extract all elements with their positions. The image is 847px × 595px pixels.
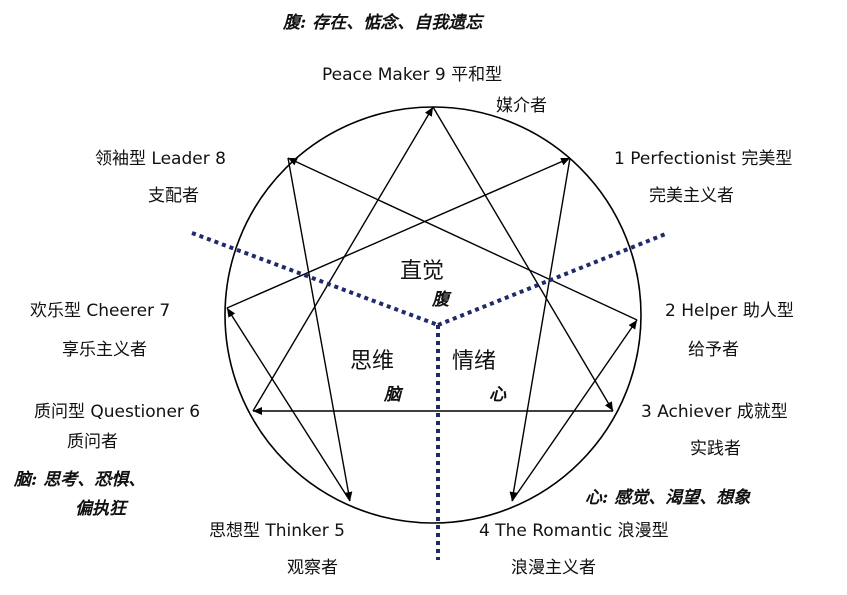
arrow-6-9 <box>252 106 434 412</box>
arrow-4-2 <box>511 319 638 502</box>
heart-label: 心 <box>489 385 506 405</box>
type-8-label: 支配者 <box>148 186 199 206</box>
type-2-title: 2 Helper 助人型 <box>665 301 794 321</box>
type-5-title: 思想型 Thinker 5 <box>209 521 345 541</box>
type-5-label: 观察者 <box>287 558 338 578</box>
arrow-9-3 <box>432 106 614 412</box>
type-4-title: 4 The Romantic 浪漫型 <box>479 521 669 541</box>
type-8-title: 领袖型 Leader 8 <box>95 149 226 169</box>
arrow-8-5 <box>287 157 353 502</box>
type-9-label: 媒介者 <box>496 96 547 116</box>
divider-right <box>437 231 669 327</box>
gut-label: 腹 <box>432 290 449 310</box>
type-1-label: 完美主义者 <box>649 186 734 206</box>
enneagram-circle <box>224 106 642 524</box>
type-7-label: 享乐主义者 <box>62 340 147 360</box>
type-2-label: 给予者 <box>688 340 739 360</box>
arrow-5-7 <box>226 307 351 502</box>
gut-center-note: 腹: 存在、惦念、自我遗忘 <box>283 13 483 33</box>
brain-center-note-line1: 脑: 思考、恐惧、 <box>14 470 146 490</box>
type-7-title: 欢乐型 Cheerer 7 <box>30 301 171 321</box>
intuition-zone-label: 直觉 <box>400 259 445 284</box>
type-3-label: 实践者 <box>690 439 741 459</box>
brain-label: 脑 <box>384 385 401 405</box>
type-6-title: 质问型 Questioner 6 <box>34 402 201 422</box>
arrow-2-8 <box>287 157 638 321</box>
type-3-title: 3 Achiever 成就型 <box>641 402 788 422</box>
arrow-1-4 <box>509 157 571 502</box>
thinking-zone-label: 思维 <box>350 349 395 374</box>
brain-center-note-line2: 偏执狂 <box>75 499 126 519</box>
type-6-label: 质问者 <box>67 432 118 452</box>
heart-center-note: 心: 感觉、渴望、想象 <box>585 488 751 508</box>
type-4-label: 浪漫主义者 <box>511 558 596 578</box>
type-9-title: Peace Maker 9 平和型 <box>322 65 503 85</box>
type-1-title: 1 Perfectionist 完美型 <box>614 149 793 169</box>
arrow-7-1 <box>226 157 571 309</box>
feeling-zone-label: 情绪 <box>452 349 497 374</box>
divider-left <box>191 231 439 327</box>
